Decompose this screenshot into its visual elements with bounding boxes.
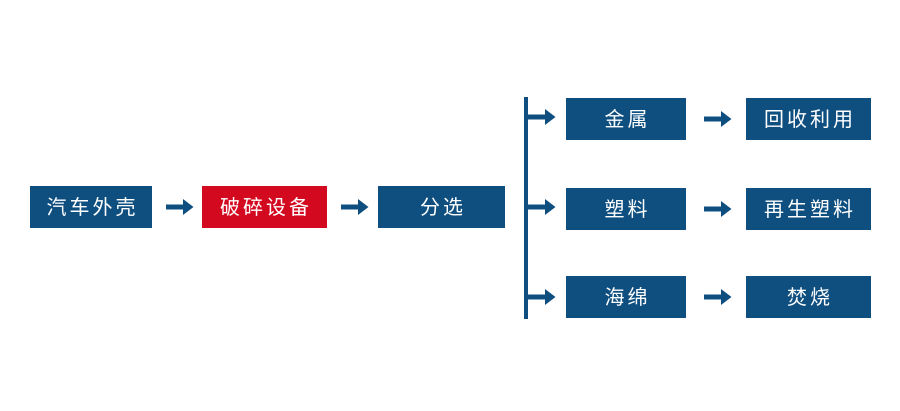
node-plastic-material[interactable]: 塑料 — [566, 188, 686, 230]
branch-arrow-sponge — [527, 286, 556, 308]
node-shell[interactable]: 汽车外壳 — [30, 186, 152, 228]
node-sponge-outcome[interactable]: 焚烧 — [746, 276, 871, 318]
node-metal-material[interactable]: 金属 — [566, 98, 686, 140]
node-sponge-material[interactable]: 海绵 — [566, 276, 686, 318]
node-metal-outcome[interactable]: 回收利用 — [746, 98, 871, 140]
node-crusher[interactable]: 破碎设备 — [202, 186, 327, 228]
branch-arrow-metal — [527, 106, 556, 128]
arrow-shell-to-crusher — [166, 196, 194, 218]
arrow-sponge-to-outcome — [704, 286, 732, 308]
node-plastic-outcome[interactable]: 再生塑料 — [746, 188, 871, 230]
node-sorting[interactable]: 分选 — [378, 186, 505, 228]
branch-arrow-plastic — [527, 196, 556, 218]
arrow-metal-to-outcome — [704, 108, 732, 130]
arrow-plastic-to-outcome — [704, 198, 732, 220]
arrow-crusher-to-sorting — [341, 196, 369, 218]
branch-trunk — [524, 97, 528, 319]
